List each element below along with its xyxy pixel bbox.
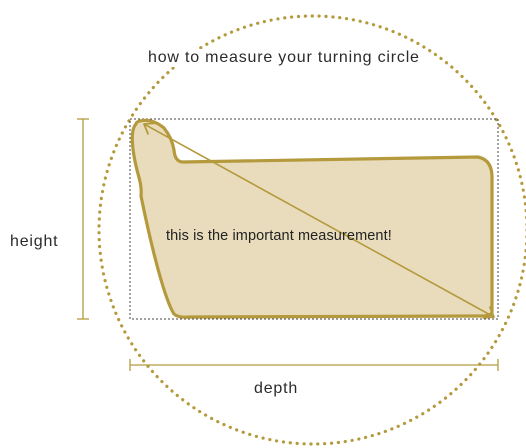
depth-label: depth [254, 380, 299, 397]
height-label: height [10, 233, 59, 250]
bounding-box [129, 118, 499, 320]
important-measurement-label: this is the important measurement! [166, 228, 392, 244]
diagonal-measurement-line [143, 123, 495, 318]
vehicle-shape [130, 118, 494, 319]
height-dimension [77, 118, 89, 320]
turning-circle [97, 14, 526, 446]
depth-dimension [129, 359, 499, 371]
diagonal-arrowhead-start [143, 122, 156, 135]
diagram-title: how to measure your turning circle [146, 49, 422, 67]
diagonal-arrowhead-end [482, 306, 495, 319]
